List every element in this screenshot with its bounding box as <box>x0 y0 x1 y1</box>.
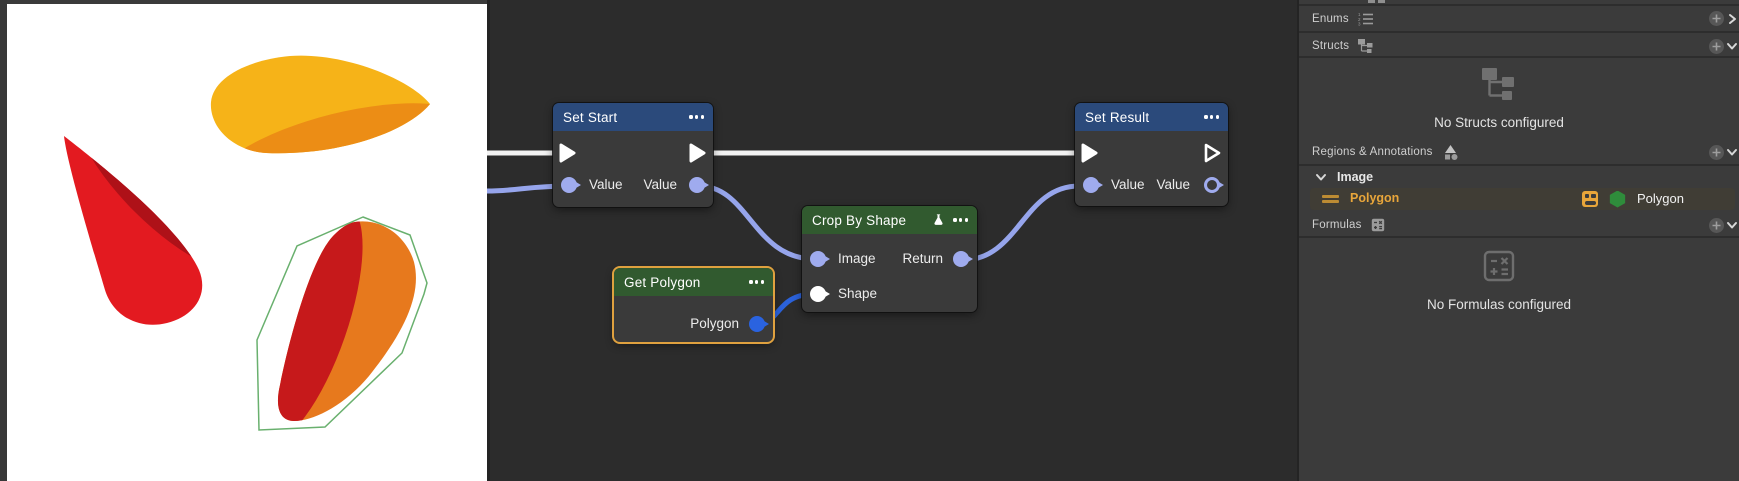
shape-input-pin[interactable] <box>810 286 830 302</box>
value-output-label: Value <box>643 177 677 192</box>
value-output-label: Value <box>1156 177 1190 192</box>
structs-empty-state: No Structs configured <box>1299 68 1699 130</box>
svg-text:1: 1 <box>1358 12 1361 17</box>
image-input-pin[interactable] <box>810 251 830 267</box>
node-title: Get Polygon <box>624 274 701 290</box>
image-group-row[interactable]: Image <box>1299 166 1739 188</box>
return-output-pin[interactable] <box>953 251 973 267</box>
value-input-label: Value <box>589 177 623 192</box>
exec-input-pin[interactable] <box>557 142 579 164</box>
annotation-type-label: Polygon <box>1637 191 1684 206</box>
node-set-result-header[interactable]: Set Result <box>1075 103 1228 131</box>
formulas-empty-state: No Formulas configured <box>1299 250 1699 312</box>
value-output-pin[interactable] <box>1204 177 1224 193</box>
exec-output-pin[interactable] <box>687 142 709 164</box>
chevron-right-icon[interactable] <box>1725 12 1739 26</box>
section-label: Enums <box>1312 12 1349 25</box>
shape-input-label: Shape <box>838 286 878 301</box>
section-structs[interactable]: Structs <box>1299 33 1739 59</box>
node-crop-by-shape-header[interactable]: Crop By Shape <box>802 206 977 234</box>
viewer-left-bar <box>0 0 7 481</box>
chevron-down-icon[interactable] <box>1725 39 1739 53</box>
polygon-output-label: Polygon <box>690 316 739 331</box>
chevron-down-icon[interactable] <box>1725 145 1739 159</box>
section-label: Formulas <box>1312 219 1362 231</box>
function-flask-icon <box>934 214 944 225</box>
node-title: Crop By Shape <box>812 212 907 228</box>
node-menu-icon[interactable] <box>1204 115 1219 119</box>
node-get-polygon-header[interactable]: Get Polygon <box>614 268 773 296</box>
node-menu-icon[interactable] <box>689 115 704 119</box>
add-region-button[interactable] <box>1709 144 1724 160</box>
annotation-name: Polygon <box>1350 191 1400 205</box>
value-input-pin[interactable] <box>1083 177 1103 193</box>
red-blob <box>64 136 203 325</box>
formulas-empty-text: No Formulas configured <box>1426 297 1572 312</box>
value-input-label: Value <box>1111 177 1145 192</box>
section-formulas[interactable]: Formulas <box>1299 212 1739 238</box>
node-set-start[interactable]: Set Start Value Value <box>553 103 713 207</box>
polygon-type-hexagon-icon <box>1609 190 1626 208</box>
value-input-pin[interactable] <box>561 177 581 193</box>
annotation-row-polygon[interactable]: Polygon Polygon <box>1310 188 1735 210</box>
node-crop-by-shape[interactable]: Crop By Shape Image Return Shape <box>802 206 977 312</box>
image-input-label: Image <box>838 251 876 266</box>
add-formula-button[interactable] <box>1709 217 1724 233</box>
value-output-pin[interactable] <box>689 177 709 193</box>
node-menu-icon[interactable] <box>953 218 968 222</box>
formula-calculator-icon <box>1371 218 1385 232</box>
struct-tree-icon-large <box>1482 68 1514 100</box>
svg-text:2: 2 <box>1358 17 1361 22</box>
exec-input-pin[interactable] <box>1079 142 1101 164</box>
node-set-start-header[interactable]: Set Start <box>553 103 713 131</box>
formula-calculator-icon-large <box>1483 250 1515 282</box>
panel-divider <box>1299 164 1739 166</box>
polygon-annotation-overlay[interactable] <box>256 216 428 431</box>
polygon-output-pin[interactable] <box>749 316 769 332</box>
exec-output-pin[interactable] <box>1202 142 1224 164</box>
panel-partial-row <box>1299 0 1739 4</box>
chevron-down-icon[interactable] <box>1725 218 1739 232</box>
struct-tree-icon <box>1358 39 1373 53</box>
node-menu-icon[interactable] <box>749 280 764 284</box>
section-regions[interactable]: Regions & Annotations <box>1299 139 1739 165</box>
svg-text:3: 3 <box>1358 21 1361 26</box>
node-set-result[interactable]: Set Result Value Value <box>1075 103 1228 206</box>
node-get-polygon[interactable]: Get Polygon Polygon <box>614 268 773 342</box>
image-viewer-canvas[interactable] <box>7 4 487 481</box>
return-output-label: Return <box>902 251 943 266</box>
structs-empty-text: No Structs configured <box>1434 115 1564 130</box>
add-enum-button[interactable] <box>1709 11 1724 26</box>
shapes-cluster-icon <box>1442 144 1459 160</box>
panel-divider <box>1299 31 1739 33</box>
keyframe-icon[interactable] <box>1582 191 1598 207</box>
node-title: Set Start <box>563 109 618 125</box>
sample-image <box>64 55 430 431</box>
node-title: Set Result <box>1085 109 1150 125</box>
viewer-top-bar <box>0 0 489 4</box>
section-label: Regions & Annotations <box>1312 146 1433 158</box>
chevron-down-icon[interactable] <box>1315 172 1327 182</box>
drag-handle-icon[interactable] <box>1322 195 1339 203</box>
add-struct-button[interactable] <box>1709 38 1724 54</box>
panel-divider <box>1299 56 1739 58</box>
viewer-editor-divider <box>487 0 490 481</box>
section-label: Structs <box>1312 40 1350 52</box>
panel-divider <box>1299 236 1739 238</box>
panel-divider <box>1299 3 1739 6</box>
image-group-label: Image <box>1337 170 1374 184</box>
